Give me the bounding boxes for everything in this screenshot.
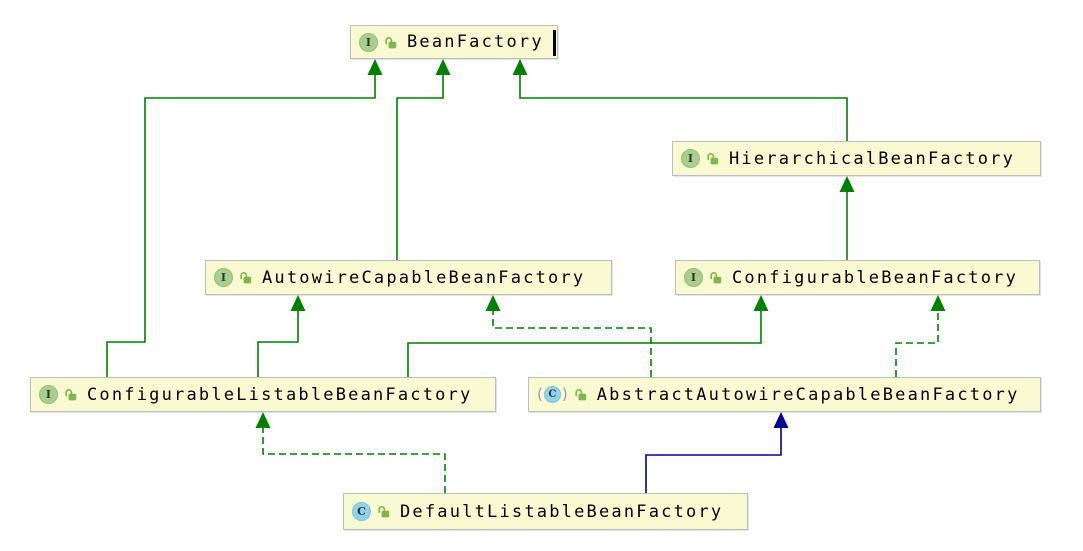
arrowhead-icon [255, 412, 271, 428]
edge-extends-configurable-listable-bean-factory-to-configurable-bean-factory [407, 310, 762, 377]
open-lock-icon [378, 506, 390, 518]
edge-implements-abstract-autowire-capable-bean-factory-to-configurable-bean-factory [895, 310, 939, 377]
node-label: AbstractAutowireCapableBeanFactory [596, 384, 1020, 405]
abstract-paren: ( [537, 385, 543, 403]
open-lock-icon [240, 272, 252, 284]
open-lock-icon [710, 272, 722, 284]
interface-icon: I [684, 268, 722, 287]
node-abstract-autowire-capable-bean-factory[interactable]: (C) AbstractAutowireCapableBeanFactory [528, 377, 1041, 412]
abstract-paren: ) [561, 385, 568, 403]
interface-letter-badge: I [214, 268, 233, 287]
node-label: ConfigurableBeanFactory [732, 267, 1019, 288]
text-caret [553, 30, 556, 56]
node-autowire-capable-bean-factory[interactable]: I AutowireCapableBeanFactory [205, 260, 612, 295]
edge-implements-default-listable-bean-factory-to-configurable-listable-bean-factory [262, 427, 446, 493]
arrowhead-icon [485, 295, 501, 311]
arrowhead-icon [435, 59, 451, 75]
node-bean-factory[interactable]: I BeanFactory [350, 25, 558, 59]
edge-extends-configurable-listable-bean-factory-to-autowire-capable-bean-factory [257, 310, 299, 377]
node-hierarchical-bean-factory[interactable]: I HierarchicalBeanFactory [672, 141, 1041, 176]
node-label: BeanFactory [407, 32, 544, 52]
interface-icon: I [39, 385, 77, 404]
arrowhead-icon [930, 295, 946, 311]
interface-letter-badge: I [681, 149, 700, 168]
class-letter-badge: C [543, 386, 561, 403]
arrowhead-icon [290, 295, 306, 311]
interface-icon: I [214, 268, 252, 287]
node-default-listable-bean-factory[interactable]: C DefaultListableBeanFactory [343, 493, 748, 530]
arrowhead-icon [839, 176, 855, 192]
interface-letter-badge: I [39, 385, 58, 404]
node-label: AutowireCapableBeanFactory [262, 267, 586, 288]
interface-letter-badge: I [684, 268, 703, 287]
arrowhead-icon [773, 412, 789, 428]
abstract-class-icon: (C) [537, 386, 587, 403]
class-letter-badge: C [352, 502, 371, 521]
open-lock-icon [575, 389, 586, 401]
open-lock-icon [385, 36, 397, 48]
interface-icon: I [359, 32, 397, 52]
class-icon: C [352, 502, 390, 521]
arrowhead-icon [753, 295, 769, 311]
arrowhead-icon [367, 59, 383, 75]
node-configurable-listable-bean-factory[interactable]: I ConfigurableListableBeanFactory [30, 377, 496, 412]
edge-extends-hierarchical-bean-factory-to-bean-factory [519, 74, 848, 141]
edge-extends-default-listable-bean-factory-to-abstract-autowire-capable-bean-factory [645, 427, 782, 493]
open-lock-icon [65, 389, 77, 401]
edge-implements-abstract-autowire-capable-bean-factory-to-autowire-capable-bean-factory [492, 310, 652, 377]
open-lock-icon [707, 153, 719, 165]
arrowhead-icon [512, 59, 528, 75]
node-label: ConfigurableListableBeanFactory [87, 384, 473, 405]
node-configurable-bean-factory[interactable]: I ConfigurableBeanFactory [675, 260, 1040, 295]
node-label: HierarchicalBeanFactory [729, 148, 1016, 169]
edge-extends-configurable-listable-bean-factory-to-bean-factory [106, 74, 376, 377]
interface-letter-badge: I [359, 32, 378, 52]
edge-extends-autowire-capable-bean-factory-to-bean-factory [396, 74, 444, 260]
interface-icon: I [681, 149, 719, 168]
node-label: DefaultListableBeanFactory [400, 501, 724, 522]
